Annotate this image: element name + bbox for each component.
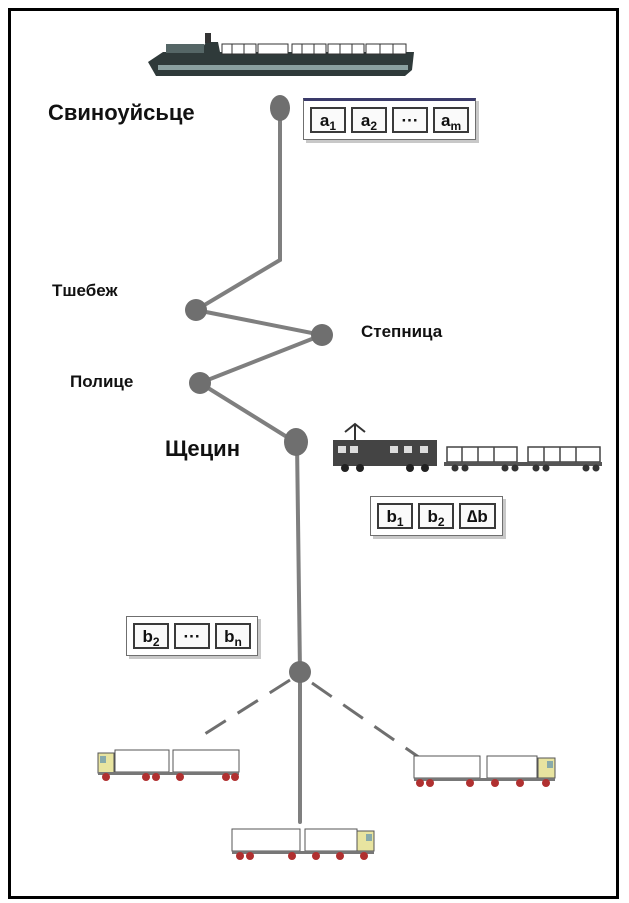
cargo-box: a1	[310, 107, 346, 133]
cargo-box: b2	[418, 503, 454, 529]
cargo-box: a2	[351, 107, 387, 133]
node-junction	[289, 661, 311, 683]
label-trzebiez: Тшебеж	[52, 281, 118, 301]
route-junction-truck-left	[200, 680, 290, 737]
cargo-group-trucks: b2 ··· bn	[126, 616, 258, 656]
cargo-box-delta: ∆b	[459, 503, 496, 529]
route-szczecin-junction	[297, 442, 300, 672]
truck-left-icon	[98, 750, 239, 781]
cargo-box-ellipsis: ···	[392, 107, 428, 133]
cargo-box-ellipsis: ···	[174, 623, 210, 649]
route-nodes	[185, 95, 333, 683]
node-stepnica	[311, 324, 333, 346]
cargo-box: bn	[215, 623, 251, 649]
label-swinoujscie: Свиноуйсьце	[48, 100, 195, 126]
route-junction-truck-right	[312, 683, 420, 758]
node-police	[189, 372, 211, 394]
route-lines	[196, 108, 322, 822]
cargo-box: b1	[377, 503, 413, 529]
ship-icon	[148, 33, 414, 76]
truck-right-icon	[414, 756, 555, 787]
dashed-routes	[200, 680, 420, 758]
node-trzebiez	[185, 299, 207, 321]
node-szczecin	[284, 428, 308, 456]
label-stepnica: Степница	[361, 322, 442, 342]
cargo-box: am	[433, 107, 469, 133]
cargo-box: b2	[133, 623, 169, 649]
cargo-group-ship: a1 a2 ··· am	[303, 98, 476, 140]
route-swinoujscie-szczecin	[196, 108, 322, 442]
truck-center-icon	[232, 829, 374, 860]
cargo-group-train: b1 b2 ∆b	[370, 496, 503, 536]
label-szczecin: Щецин	[165, 436, 240, 462]
label-police: Полице	[70, 372, 133, 392]
train-icon	[333, 424, 602, 472]
node-swinoujscie	[270, 95, 290, 121]
